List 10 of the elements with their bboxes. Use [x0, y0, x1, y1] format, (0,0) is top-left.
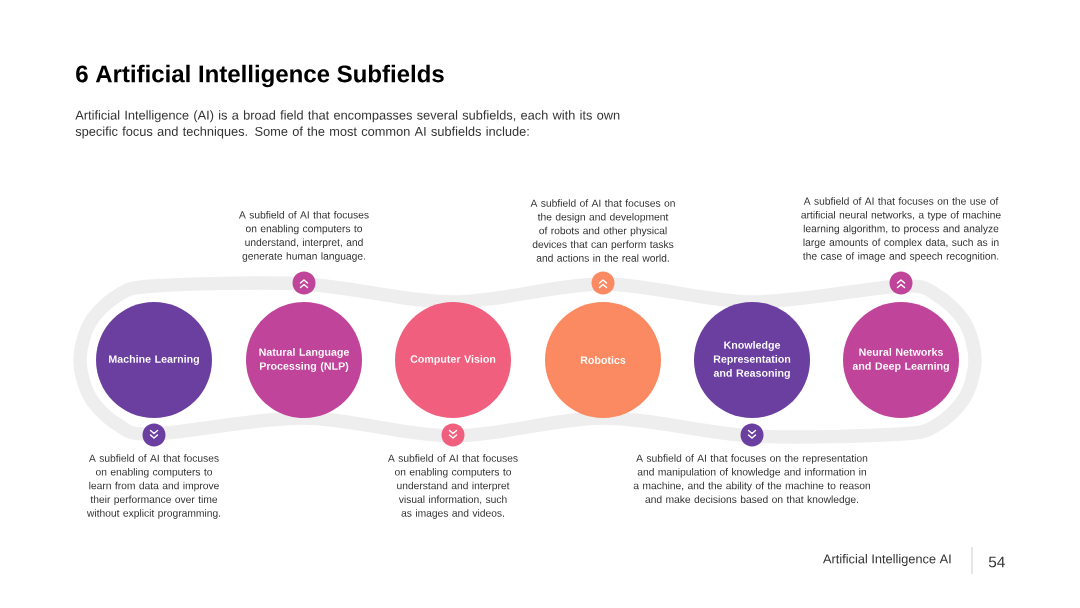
page-number: 54: [988, 556, 1005, 568]
description-text: A subfield of AI that focuses on enabling computers to learn from data and improve their performance over time without explicit programming.: [86, 454, 221, 519]
description-text: A subfield of AI that focuses on enabling computers to understand and interpret visual information, such as images and videos.: [387, 454, 518, 519]
description-text: A subfield of AI that focuses on the representation and manipulation of knowledge and information in a machine, and the ability of the machine to reason and make decisions based on that knowledge.: [633, 454, 870, 506]
description-text: A subfield of AI that focuses on the design and development of robots and other physical devices that can perform tasks and actions in the real world.: [530, 199, 675, 262]
subtitle-text: Artificial Intelligence (AI) is a broad field that encompasses several subfields, each with its own specific focus and techniques. Some of the most common AI subfields include:: [75, 110, 620, 139]
title: 6 Artificial Intelligence Subfields: [76, 64, 444, 88]
description-text: A subfield of AI that focuses on the use of artificial neural networks, a type of machine learning algorithm, to process and analyze large amounts of complex data, such as in the case of image and speech recognition.: [801, 197, 1001, 262]
description-text: A subfield of AI that focuses on enabling computers to understand, interpret, and generate human language.: [238, 210, 369, 262]
footer-text: Artificial Intelligence AI: [823, 554, 951, 566]
